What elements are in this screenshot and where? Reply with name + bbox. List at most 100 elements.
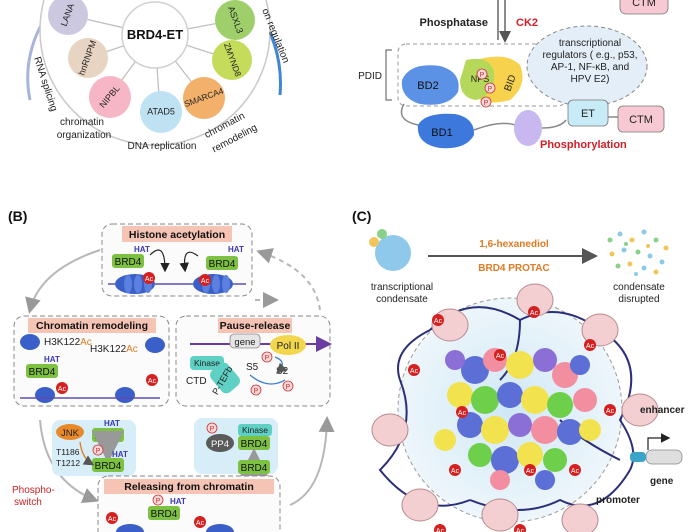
brd4-box: [112, 254, 144, 268]
regulators-line3: AP-1, NF-κB, and: [551, 62, 629, 73]
phospho-site: [476, 68, 488, 80]
hub-label: BRD4-ET: [127, 27, 183, 42]
acetyl-marks: Ac Ac Ac Ac Ac Ac Ac Ac Ac Ac Ac Ac: [408, 306, 616, 532]
pol-ii-label: Pol II: [277, 341, 300, 352]
h3k122-label: H3K122Ac: [44, 337, 92, 348]
ctm-label: CTM: [629, 114, 653, 126]
phospho-site-label: P: [265, 355, 270, 362]
phospho-site-label: P: [484, 100, 489, 107]
kinase-box: [190, 356, 224, 370]
cycle-arrow: [25, 249, 101, 314]
acetyl-label: Ac: [530, 310, 539, 317]
phosphorylation-label: Phosphorylation: [540, 139, 627, 151]
brd4-box: [238, 460, 270, 474]
promoter-label: promoter: [596, 495, 640, 506]
nucleosomes: [371, 283, 659, 532]
regulators-line2: regulators ( e.g., p53,: [542, 50, 637, 61]
brd4-label: BRD4: [95, 431, 122, 442]
enhancer-label: enhancer: [640, 405, 685, 416]
hub-node: [121, 1, 189, 69]
hat-label: HAT: [44, 355, 60, 364]
acetyl-label: Ac: [526, 468, 535, 475]
acetyl-label: Ac: [586, 343, 595, 350]
ck2-label: CK2: [516, 17, 538, 29]
acetyl-label: Ac: [434, 318, 443, 325]
ctm-domain-top: [619, 0, 669, 15]
kinase-label: Kinase: [194, 358, 220, 368]
pp4-label: PP4: [211, 439, 229, 450]
hat-label: HAT: [134, 245, 150, 254]
phospho-switch-label: switch: [14, 497, 42, 508]
nucleosome: [115, 387, 135, 403]
panel-a: LANA hnRNPM NIPBL ATAD5 SMARCA4 ZMYND8 A…: [26, 0, 669, 155]
jnk-label: JNK: [61, 428, 80, 439]
phospho-arrow: [249, 374, 286, 385]
acetyl-mark: [194, 516, 206, 528]
linker: [400, 103, 419, 126]
acetyl-label: Ac: [410, 368, 419, 375]
acetyl-mark: [146, 374, 158, 386]
brd4-label: BRD4: [29, 367, 56, 378]
ctm-domain: [617, 105, 665, 133]
panel-c-label: (C): [352, 208, 371, 224]
bd2-label: BD2: [417, 80, 438, 92]
hat-label: HAT: [104, 419, 120, 428]
disrupted-label: disrupted: [618, 294, 659, 305]
brd4-label: BRD4: [209, 259, 236, 270]
phospho-site-label: P: [210, 426, 215, 433]
node-lana: [48, 0, 88, 35]
phospho-site-label: P: [286, 384, 291, 391]
kinase-box: [238, 424, 272, 436]
phospho-site-label: P: [96, 448, 101, 455]
promoter-element: [630, 452, 646, 462]
hat-label: HAT: [170, 497, 186, 506]
phospho-site: [250, 384, 262, 396]
hat-label: HAT: [228, 245, 244, 254]
phospho-site: [261, 351, 273, 363]
acetylation-arrow: [179, 251, 199, 273]
bid-label: BID: [503, 73, 519, 92]
ctm-label-top: CTM: [632, 0, 656, 9]
acetyl-label: Ac: [148, 378, 157, 385]
histone-acetylation-title: Histone acetylation: [129, 229, 225, 241]
nucleosome: [145, 337, 165, 353]
acetyl-label: Ac: [201, 278, 210, 285]
kinase-label: Kinase: [242, 425, 268, 435]
bd1-label: BD1: [431, 127, 452, 139]
chromatin-remodeling-title: Chromatin remodeling: [36, 320, 148, 332]
brd4-box: [238, 436, 270, 450]
chromatin-remodeling-box: [13, 315, 170, 407]
phospho-site: [206, 422, 218, 434]
acetyl-label: Ac: [516, 528, 525, 532]
h3k122-label: H3K122Ac: [90, 344, 138, 355]
s5-label: S5: [246, 362, 259, 373]
panel-b-label: (B): [8, 208, 27, 224]
acetyl-mark: [106, 512, 118, 524]
acetyl-mark: [199, 274, 211, 286]
node-smarca4: [183, 77, 225, 119]
hexanediol-label: 1,6-hexanediol: [479, 239, 549, 250]
node-nipbl: [89, 76, 131, 118]
brd4-label: BRD4: [115, 257, 142, 268]
acetyl-label: Ac: [108, 516, 117, 523]
phospho-site-label: P: [156, 498, 161, 505]
pol-ii: [270, 335, 306, 355]
phospho-site: [92, 444, 104, 456]
acetyl-label: Ac: [451, 468, 460, 475]
nucleosome: [35, 387, 55, 403]
condensate-icon: [375, 235, 411, 271]
pp4-phosphatase: [206, 434, 234, 452]
condensate-label: transcriptional: [371, 282, 433, 293]
histone-title-bg: [122, 226, 232, 242]
hat-label: HAT: [112, 450, 128, 459]
releasing-title-bg: [104, 479, 274, 494]
panel-c: (C) transcriptional condensate 1,6-hexan…: [352, 208, 685, 532]
acetyl-label: Ac: [458, 410, 467, 417]
bd1-domain: [417, 113, 475, 149]
nucleosome: [206, 524, 234, 532]
gene-label: gene: [234, 337, 255, 348]
phospho-site: [480, 96, 492, 108]
pause-title-bg: [218, 318, 292, 333]
acetyl-label: Ac: [145, 276, 154, 283]
